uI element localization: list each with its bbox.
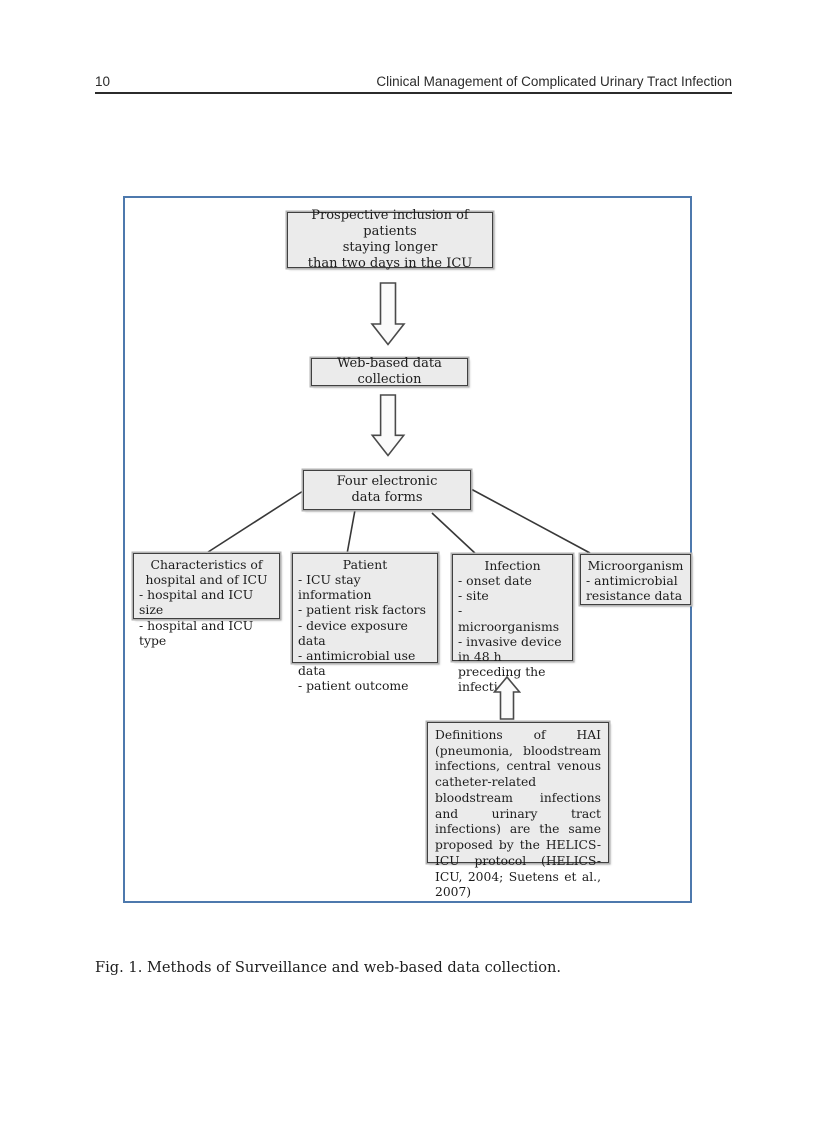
node-title: Infection [484, 558, 541, 573]
node-title-line: Characteristics of [150, 557, 263, 572]
node-line: data forms [351, 490, 423, 505]
node-item: - onset date [458, 573, 532, 589]
connector-lines [204, 488, 591, 556]
node-item: - hospital and ICU size [139, 587, 254, 618]
node-line: Prospective inclusion of patients [311, 208, 469, 240]
node-prospective-inclusion: Prospective inclusion of patients stayin… [287, 208, 493, 271]
figure-caption: Fig. 1. Methods of Surveillance and web-… [95, 959, 562, 976]
node-characteristics: Characteristics of hospital and of ICU -… [133, 553, 280, 648]
down-arrow-icon [370, 394, 406, 457]
node-item: - microorganisms [458, 603, 560, 634]
node-item: - patient risk factors [298, 602, 426, 618]
node-line: staying longer [342, 240, 438, 255]
down-arrow-icon [370, 282, 406, 346]
node-hai-definitions: Definitions of HAI (pneumonia, bloodstre… [427, 722, 609, 899]
up-arrow-icon [493, 676, 521, 720]
node-line: Four electronic [336, 474, 438, 490]
node-web-based-collection: Web-based data collection [311, 356, 468, 387]
node-item: - invasive device in 48 h preceding the … [458, 633, 562, 694]
node-item: - antimicrobial use data [298, 647, 416, 678]
running-title: Clinical Management of Complicated Urina… [376, 74, 732, 89]
node-title: Patient [342, 557, 388, 572]
node-item: - device exposure data [298, 617, 408, 648]
node-text: Definitions of HAI (pneumonia, bloodstre… [435, 728, 601, 900]
node-line: than two days in the ICU [307, 255, 473, 271]
node-line: Web-based data collection [337, 356, 442, 387]
running-header: 10 Clinical Management of Complicated Ur… [95, 74, 732, 94]
node-patient: Patient - ICU stay information - patient… [292, 553, 438, 693]
node-four-electronic-forms: Four electronic data forms [303, 470, 471, 510]
node-item: - hospital and ICU type [139, 617, 254, 648]
node-microorganism: Microorganism - antimicrobial resistance… [580, 554, 691, 605]
node-title: Microorganism [587, 558, 684, 573]
node-item: - antimicrobial resistance data [586, 573, 683, 604]
figure-frame: Prospective inclusion of patients stayin… [123, 196, 692, 903]
node-item: - site [458, 588, 489, 604]
node-item: - patient outcome [298, 678, 409, 693]
node-item: - ICU stay information [298, 572, 372, 603]
node-title-line: hospital and of ICU [145, 572, 268, 588]
node-infection: Infection - onset date - site - microorg… [452, 554, 573, 694]
page-number: 10 [95, 74, 111, 89]
